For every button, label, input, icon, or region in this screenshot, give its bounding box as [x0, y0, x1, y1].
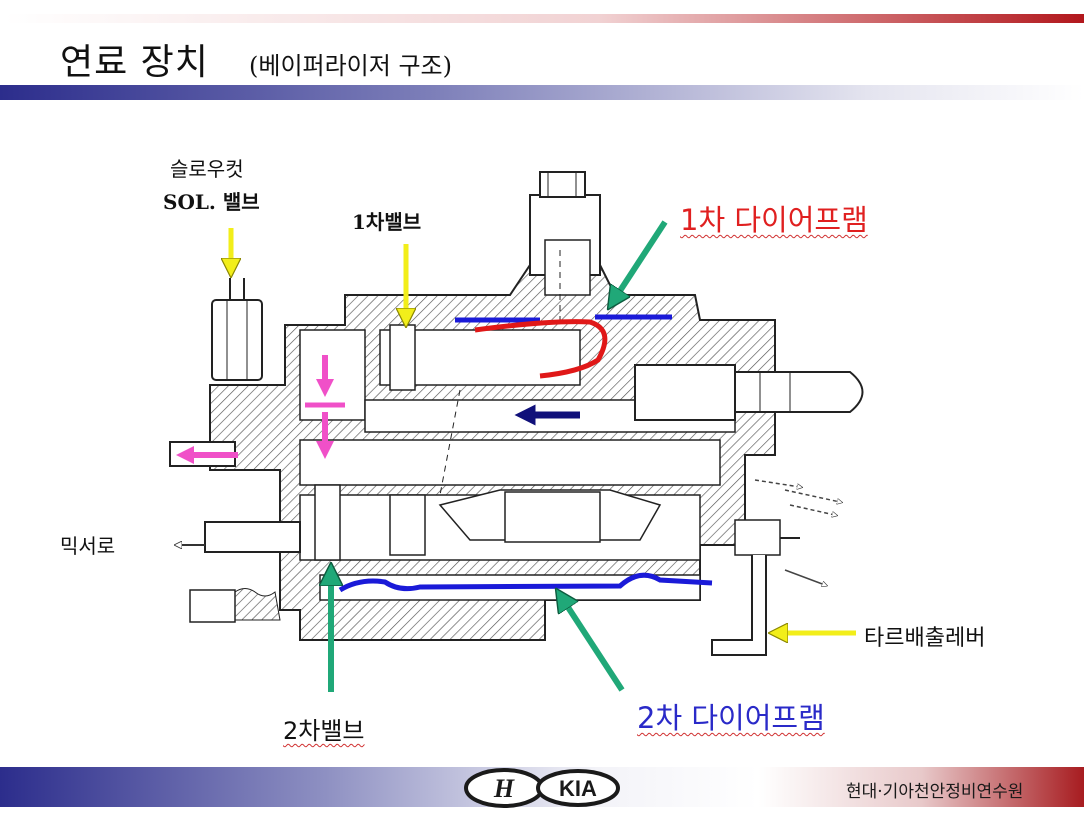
page-subtitle: (베이퍼라이저 구조)	[249, 52, 452, 80]
kia-logo-mark: KIA	[559, 776, 597, 801]
primary-diaphragm-label: 1차 다이어프램	[680, 203, 868, 237]
secondary-valve-label: 2차밸브	[283, 717, 365, 745]
organization-name: 현대·기아천안정비연수원	[846, 782, 1024, 802]
mixer-path-label: 믹서로	[60, 534, 116, 558]
page-title: 연료 장치	[60, 42, 209, 83]
kia-logo: KIA	[536, 769, 620, 807]
flow-arrows	[176, 355, 580, 464]
primary-valve-label: 1차밸브	[352, 210, 422, 234]
slow-cut-sol-valve-label: SOL. 밸브	[163, 190, 260, 214]
slow-cut-label: 슬로우컷	[170, 157, 244, 181]
hyundai-logo: H	[464, 768, 544, 808]
title-underline-bar	[0, 85, 1084, 100]
secondary-diaphragm-label: 2차 다이어프램	[637, 701, 825, 735]
hyundai-logo-mark: H	[493, 774, 515, 803]
callout-arrows	[231, 220, 856, 692]
primary-diaphragm-highlight	[455, 314, 672, 379]
top-accent-bar	[5, 14, 1084, 23]
brand-logos: H KIA	[464, 768, 620, 808]
secondary-diaphragm-highlight	[338, 572, 713, 593]
housing	[169, 171, 864, 656]
tar-drain-lever-label: 타르배출레버	[864, 626, 986, 651]
